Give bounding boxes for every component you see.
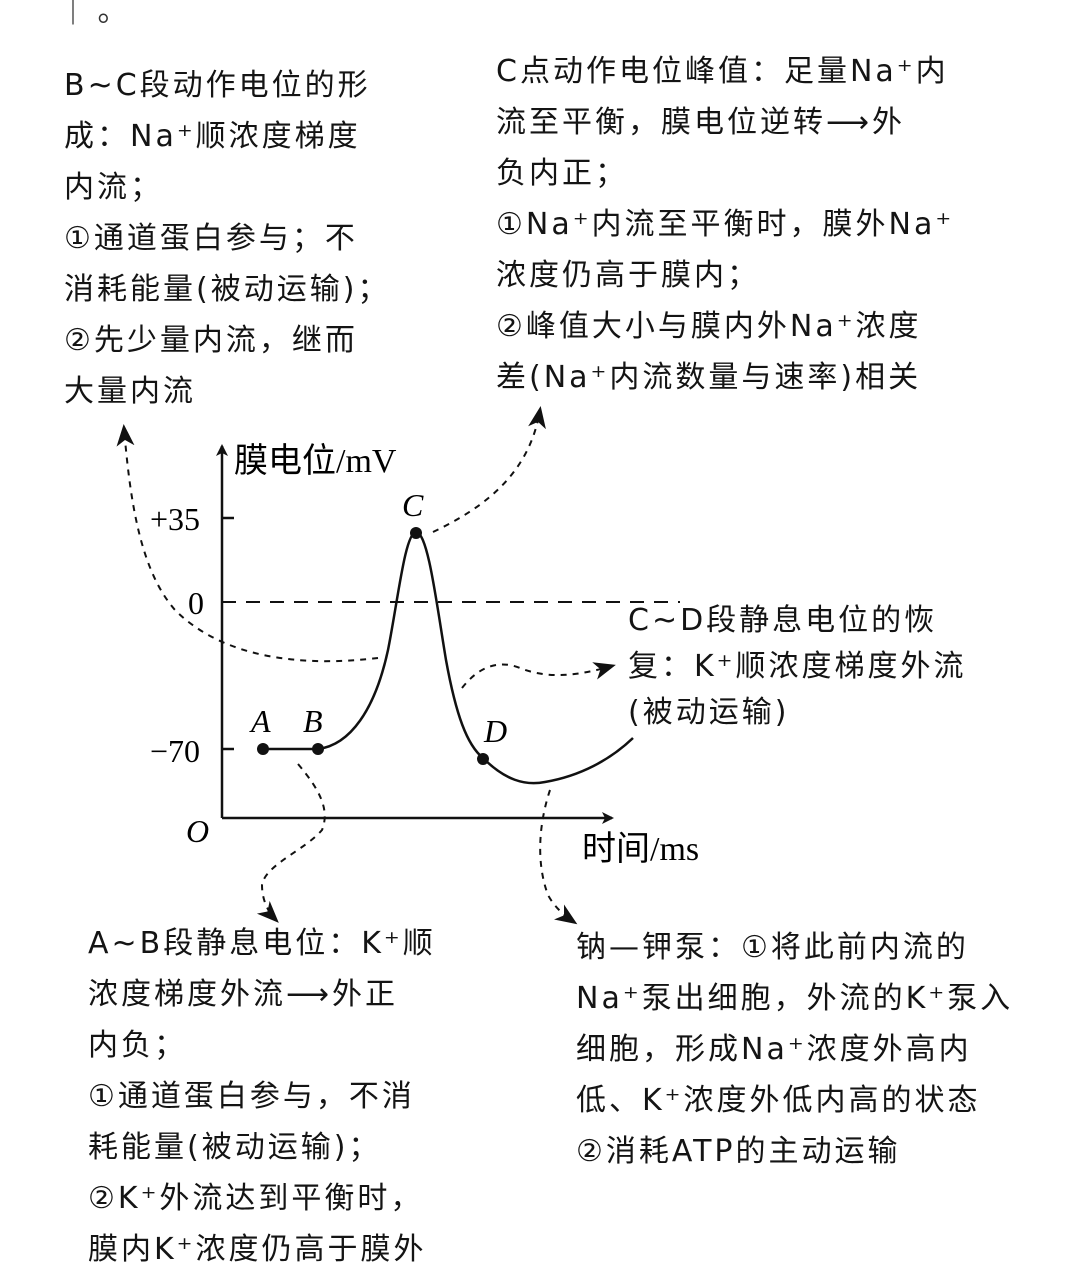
point-c-label: C: [402, 487, 424, 523]
action-potential-curve: [263, 530, 634, 785]
x-axis-label: 时间/ms: [582, 831, 699, 868]
annotation-cd-segment: C~D段静息电位的恢 复：K⁺顺浓度梯度外流 (被动运输): [628, 598, 967, 736]
point-a: [257, 743, 269, 755]
annotation-line: (被动运输): [628, 695, 790, 730]
annotation-line: 低、K⁺浓度外低内高的状态: [576, 1083, 981, 1118]
annotation-line: ②消耗ATP的主动运输: [576, 1134, 901, 1169]
y-axis-label: 膜电位/mV: [234, 442, 397, 480]
annotation-line: B~C段动作电位的形: [64, 68, 371, 103]
tick-label-zero: 0: [188, 585, 204, 621]
annotation-line: C点动作电位峰值：足量Na⁺内: [496, 54, 949, 89]
page-fragment-top: ｜ 。: [58, 0, 128, 29]
annotation-line: 负内正；: [496, 156, 628, 191]
annotation-line: A~B段静息电位：K⁺顺: [88, 926, 436, 961]
annotation-line: ①通道蛋白参与，不消: [88, 1079, 415, 1114]
annotation-line: ②峰值大小与膜内外Na⁺浓度: [496, 309, 922, 344]
annotation-bc-segment: B~C段动作电位的形 成：Na⁺顺浓度梯度 内流； ①通道蛋白参与；不 消耗能量…: [64, 60, 390, 417]
annotation-c-peak: C点动作电位峰值：足量Na⁺内 流至平衡，膜电位逆转⟶外 负内正； ①Na⁺内流…: [496, 46, 954, 403]
annotation-line: ①Na⁺内流至平衡时，膜外Na⁺: [496, 207, 955, 242]
annotation-line: 钠—钾泵：①将此前内流的: [576, 930, 969, 965]
callout-arrow-bc: [116, 424, 379, 663]
tick-label-plus35: +35: [150, 501, 200, 537]
annotation-line: 浓度梯度外流⟶外正: [88, 977, 399, 1012]
callout-arrow-pump: [539, 789, 578, 925]
annotation-line: 内流；: [64, 170, 163, 205]
origin-label: O: [186, 813, 209, 849]
annotation-sodium-potassium-pump: 钠—钾泵：①将此前内流的 Na⁺泵出细胞，外流的K⁺泵入 细胞，形成Na⁺浓度外…: [576, 922, 1013, 1177]
point-c: [410, 527, 422, 539]
annotation-line: 消耗能量(被动运输)；: [64, 272, 391, 307]
annotation-line: ②先少量内流，继而: [64, 323, 358, 358]
annotation-line: ②K⁺外流达到平衡时，: [88, 1181, 424, 1216]
annotation-ab-segment: A~B段静息电位：K⁺顺 浓度梯度外流⟶外正 内负； ①通道蛋白参与，不消 耗能…: [88, 918, 436, 1275]
callout-arrow-ab: [256, 763, 326, 923]
annotation-line: 成：Na⁺顺浓度梯度: [64, 119, 361, 154]
tick-label-minus70: −70: [150, 733, 200, 769]
point-a-label: A: [249, 703, 271, 739]
annotation-line: 浓度仍高于膜内；: [496, 258, 760, 293]
annotation-line: Na⁺泵出细胞，外流的K⁺泵入: [576, 981, 1014, 1016]
point-d-label: D: [483, 713, 507, 749]
annotation-line: 流至平衡，膜电位逆转⟶外: [496, 105, 906, 140]
annotation-line: 内负；: [88, 1028, 187, 1063]
annotation-line: 耗能量(被动运输)；: [88, 1130, 382, 1165]
annotation-line: 大量内流: [64, 374, 196, 409]
point-b-label: B: [303, 703, 323, 739]
annotation-line: 膜内K⁺浓度仍高于膜外: [88, 1232, 427, 1267]
point-b: [312, 743, 324, 755]
annotation-line: 细胞，形成Na⁺浓度外高内: [576, 1032, 972, 1067]
annotation-line: 复：K⁺顺浓度梯度外流: [628, 649, 967, 684]
callout-arrow-cd: [461, 662, 616, 689]
callout-arrow-c: [432, 406, 546, 533]
annotation-line: ①通道蛋白参与；不: [64, 221, 358, 256]
point-d: [477, 753, 489, 765]
annotation-line: C~D段静息电位的恢: [628, 603, 938, 638]
annotation-line: 差(Na⁺内流数量与速率)相关: [496, 360, 922, 395]
